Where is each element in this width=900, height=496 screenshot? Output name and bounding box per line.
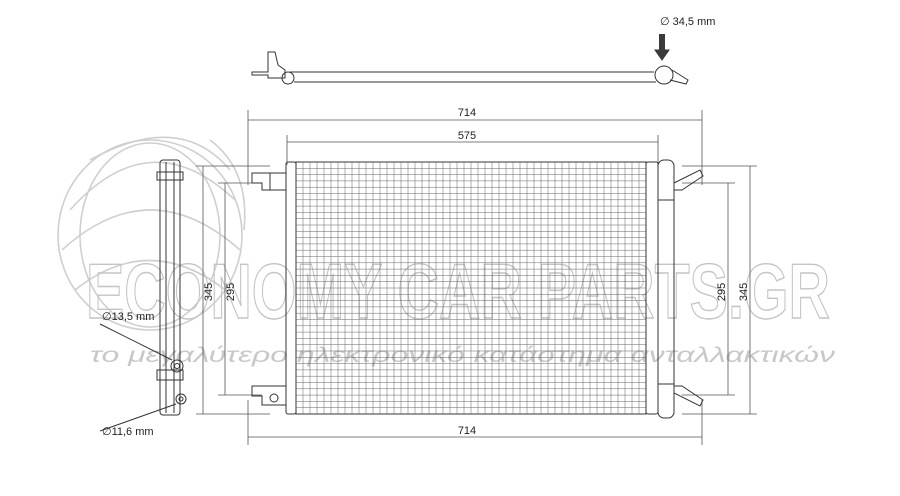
dimension-lines xyxy=(196,110,757,445)
dim-right-outer-height: 345 xyxy=(738,283,750,301)
watermark-tagline: το μεγαλύτερο ηλεκτρονικό κατάστημα αντα… xyxy=(90,344,836,367)
fitting-diameter-upper-label: ∅13,5 mm xyxy=(102,311,154,323)
dim-top-core-width: 575 xyxy=(458,130,476,142)
side-fitting-lower xyxy=(175,393,187,405)
right-bottom-bracket xyxy=(673,385,704,407)
right-top-bracket xyxy=(673,169,704,191)
pipe-diameter-label: ∅ 34,5 mm xyxy=(660,16,715,28)
dim-right-inner-height: 295 xyxy=(716,283,728,301)
receiver-drier xyxy=(657,159,675,419)
watermark-brand: ECONOMY CAR PARTS.GR xyxy=(86,247,830,335)
side-fitting-upper xyxy=(170,359,184,373)
pipe-arrow-icon xyxy=(654,34,670,61)
left-top-bracket xyxy=(251,172,287,191)
dim-bottom-overall-width: 714 xyxy=(458,425,476,437)
pipe-right-fitting xyxy=(654,65,674,85)
pipe-left-fitting xyxy=(281,71,295,85)
pipe-right-tail xyxy=(669,69,689,85)
dim-top-overall-width: 714 xyxy=(458,107,476,119)
top-pipe-view xyxy=(251,34,689,85)
dim-left-outer-height: 345 xyxy=(203,283,215,301)
watermark: ECONOMY CAR PARTS.GR το μεγαλύτερο ηλεκτ… xyxy=(57,136,836,367)
left-bottom-bracket xyxy=(251,385,287,406)
dim-left-inner-height: 295 xyxy=(225,283,237,301)
fin-core-grid xyxy=(296,162,646,414)
watermark-logo xyxy=(57,136,246,331)
front-view xyxy=(251,159,704,419)
side-view xyxy=(99,159,187,432)
pipe-left-bracket xyxy=(251,51,286,79)
fitting-diameter-lower-label: ∅11,6 mm xyxy=(102,426,154,438)
